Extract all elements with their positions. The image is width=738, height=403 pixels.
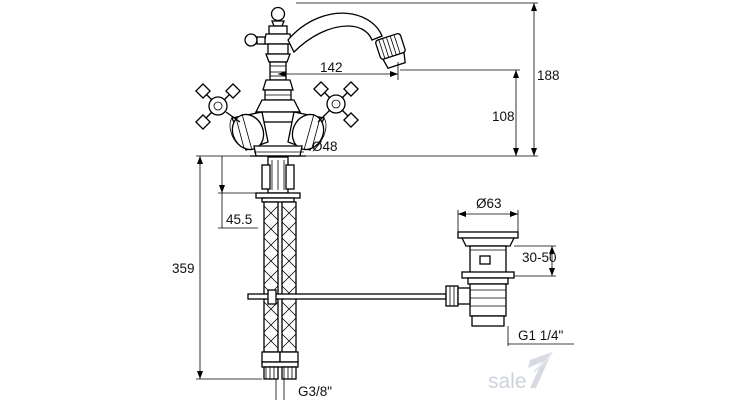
left-cross-handle xyxy=(195,83,269,151)
dimension-overall-length: 359 xyxy=(172,261,195,276)
watermark-text: sale xyxy=(488,370,527,393)
sale-7-logo-icon xyxy=(528,351,553,388)
faucet-body xyxy=(195,6,406,157)
dimension-total-height: 188 xyxy=(537,68,560,83)
dimension-spout-height: 108 xyxy=(492,109,515,124)
watermark: sale xyxy=(488,351,553,393)
dimension-base-diameter: Ø48 xyxy=(312,139,338,154)
dimension-waste-diameter: Ø63 xyxy=(476,196,502,211)
dimension-shank-length: 45.5 xyxy=(226,212,252,227)
right-cross-handle xyxy=(287,81,359,151)
dimension-waste-range: 30-50 xyxy=(522,250,557,265)
dimension-lines xyxy=(196,2,574,400)
dimension-hose-thread: G3/8" xyxy=(298,384,332,399)
dimension-waste-thread: G1 1/4" xyxy=(518,328,564,343)
dimension-arrows xyxy=(197,3,555,379)
mounting-shank xyxy=(255,156,301,203)
dimension-spout-reach: 142 xyxy=(320,60,343,75)
pop-up-waste xyxy=(445,231,519,327)
braided-hoses xyxy=(261,201,299,380)
